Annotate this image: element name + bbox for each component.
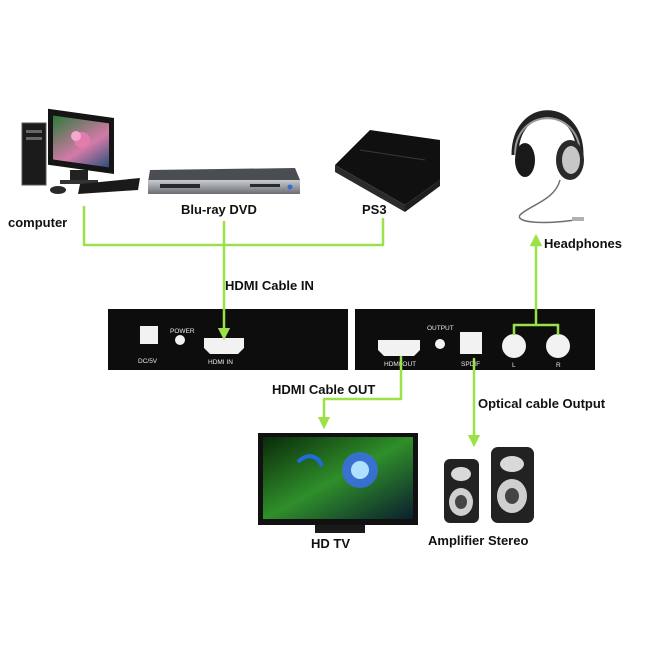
right-label: R	[556, 362, 561, 369]
hdtv-image	[258, 433, 418, 533]
spdif-port	[460, 332, 482, 354]
ps3-console-image	[335, 130, 440, 212]
hdtv-label: HD TV	[311, 536, 350, 551]
dc-power-port	[140, 326, 158, 344]
output-led	[435, 339, 445, 349]
computer-label: computer	[8, 215, 67, 230]
ps3-label: PS3	[362, 202, 387, 217]
speakers-image	[444, 447, 534, 523]
connection-wires	[82, 205, 560, 448]
hdmi-out-arrow	[317, 355, 403, 430]
hdmi-input-unit: POWER DC/5V HDMI IN	[108, 309, 348, 370]
hdmi-out-port	[378, 340, 420, 356]
hdmi-cable-in-label: HDMI Cable IN	[225, 278, 314, 293]
amplifier-label: Amplifier Stereo	[428, 533, 528, 548]
headphones-label: Headphones	[544, 236, 622, 251]
power-label: POWER	[170, 328, 195, 335]
hdmi-cable-out-label: HDMI Cable OUT	[272, 382, 375, 397]
left-audio-jack	[502, 334, 526, 358]
headphones-image	[511, 110, 584, 224]
computer-image	[21, 108, 140, 194]
left-label: L	[512, 362, 516, 369]
power-led	[175, 335, 185, 345]
spdif-label: SPDIF	[461, 361, 480, 368]
input-bus-wire	[82, 205, 385, 247]
hdmi-in-port	[204, 338, 244, 354]
output-label: OUTPUT	[427, 325, 454, 332]
optical-cable-label: Optical cable Output	[478, 396, 606, 411]
bluray-label: Blu-ray DVD	[181, 202, 257, 217]
hdmi-in-port-label: HDMI IN	[208, 359, 233, 366]
bluray-player-image	[148, 168, 300, 194]
right-audio-jack	[546, 334, 570, 358]
dc-label: DC/5V	[138, 358, 158, 365]
